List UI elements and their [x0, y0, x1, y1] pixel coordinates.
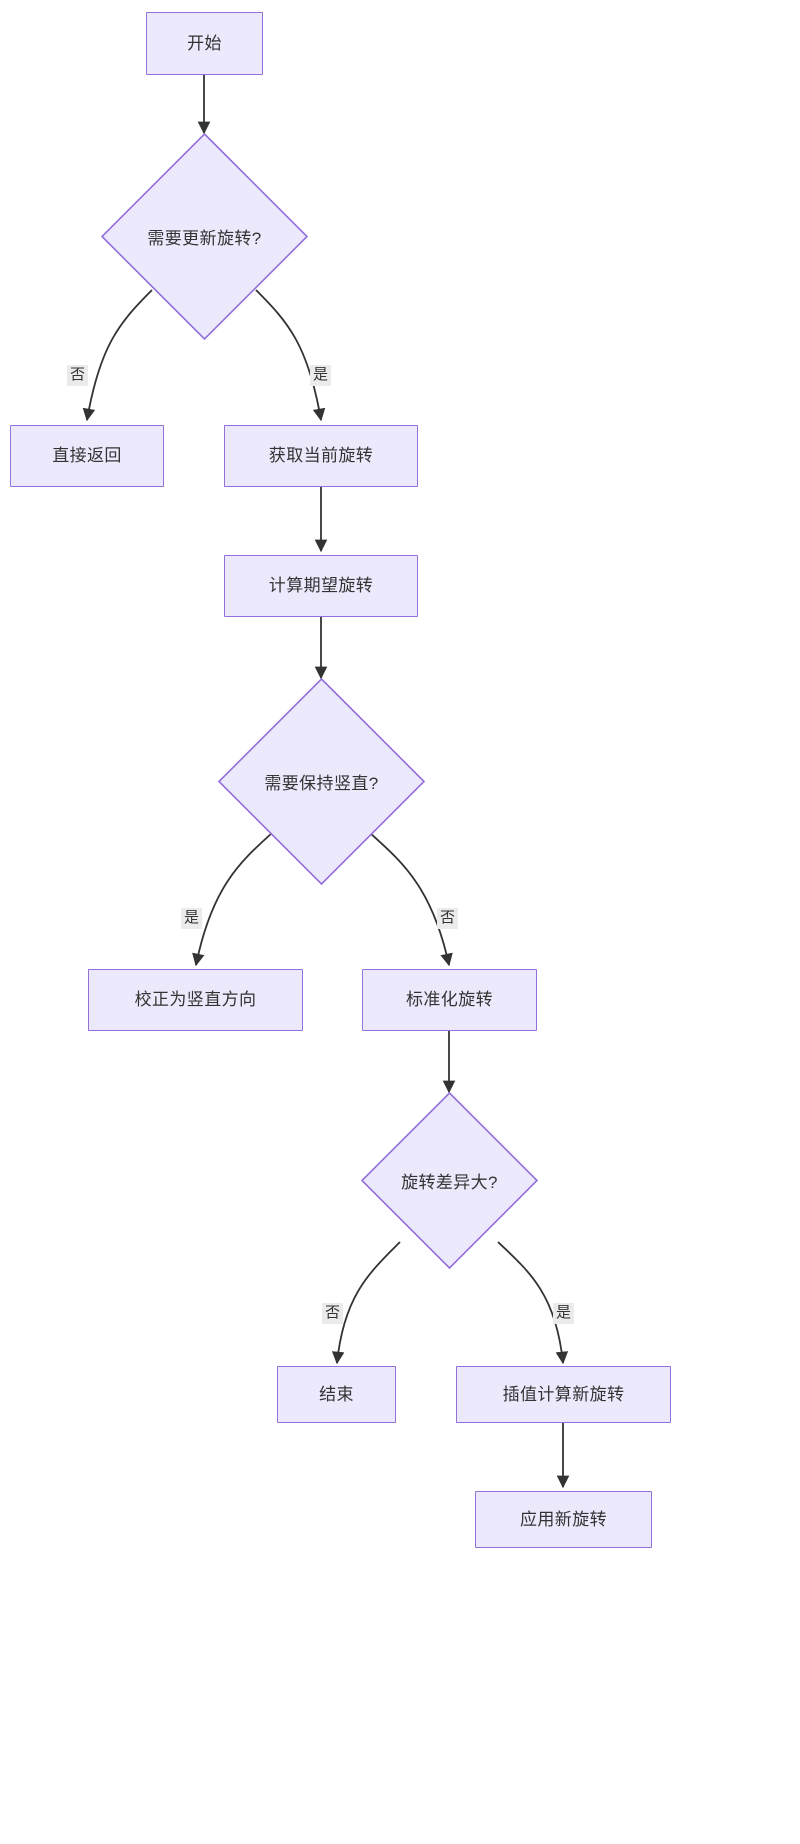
diamond-shape [361, 1092, 538, 1269]
node-slerp[interactable]: 插值计算新旋转 [456, 1366, 671, 1423]
edge-label-text: 否 [440, 909, 456, 926]
node-return[interactable]: 直接返回 [10, 425, 164, 487]
node-need-update[interactable]: 需要更新旋转? [101, 133, 308, 340]
edge-label-text: 是 [184, 909, 200, 926]
node-normalize-label: 标准化旋转 [406, 990, 493, 1010]
node-keep-upright-label: 需要保持竖直? [264, 774, 379, 793]
edge-label-needupdate-no: 否 [67, 365, 89, 386]
node-calc-desired[interactable]: 计算期望旋转 [224, 555, 418, 617]
node-end[interactable]: 结束 [277, 1366, 396, 1423]
node-big-difference-label: 旋转差异大? [401, 1173, 498, 1192]
node-get-current[interactable]: 获取当前旋转 [224, 425, 418, 487]
node-apply-label: 应用新旋转 [520, 1509, 607, 1529]
edge-label-bigdiff-yes: 是 [553, 1303, 575, 1324]
edge-label-bigdiff-no: 否 [322, 1303, 344, 1324]
node-get-current-label: 获取当前旋转 [268, 446, 374, 466]
node-slerp-label: 插值计算新旋转 [502, 1384, 625, 1404]
node-end-label: 结束 [319, 1384, 354, 1404]
node-fix-upright[interactable]: 校正为竖直方向 [88, 969, 303, 1031]
node-need-update-label: 需要更新旋转? [147, 229, 262, 248]
edge-label-text: 否 [325, 1304, 341, 1321]
node-start-label: 开始 [187, 33, 222, 53]
edge-label-text: 是 [556, 1304, 572, 1321]
edge-label-keepup-yes: 是 [181, 908, 203, 929]
diamond-shape [101, 133, 308, 340]
node-calc-desired-label: 计算期望旋转 [268, 576, 374, 596]
node-apply[interactable]: 应用新旋转 [475, 1491, 652, 1548]
diamond-shape [218, 678, 425, 885]
node-big-difference[interactable]: 旋转差异大? [361, 1092, 538, 1269]
edge-label-text: 否 [70, 366, 86, 383]
node-start[interactable]: 开始 [146, 12, 263, 75]
edge-label-text: 是 [313, 366, 329, 383]
node-normalize[interactable]: 标准化旋转 [362, 969, 537, 1031]
edge-label-keepup-no: 否 [437, 908, 459, 929]
node-fix-upright-label: 校正为竖直方向 [134, 990, 257, 1010]
node-return-label: 直接返回 [52, 446, 122, 466]
edge-label-needupdate-yes: 是 [310, 365, 332, 386]
node-keep-upright[interactable]: 需要保持竖直? [218, 678, 425, 885]
